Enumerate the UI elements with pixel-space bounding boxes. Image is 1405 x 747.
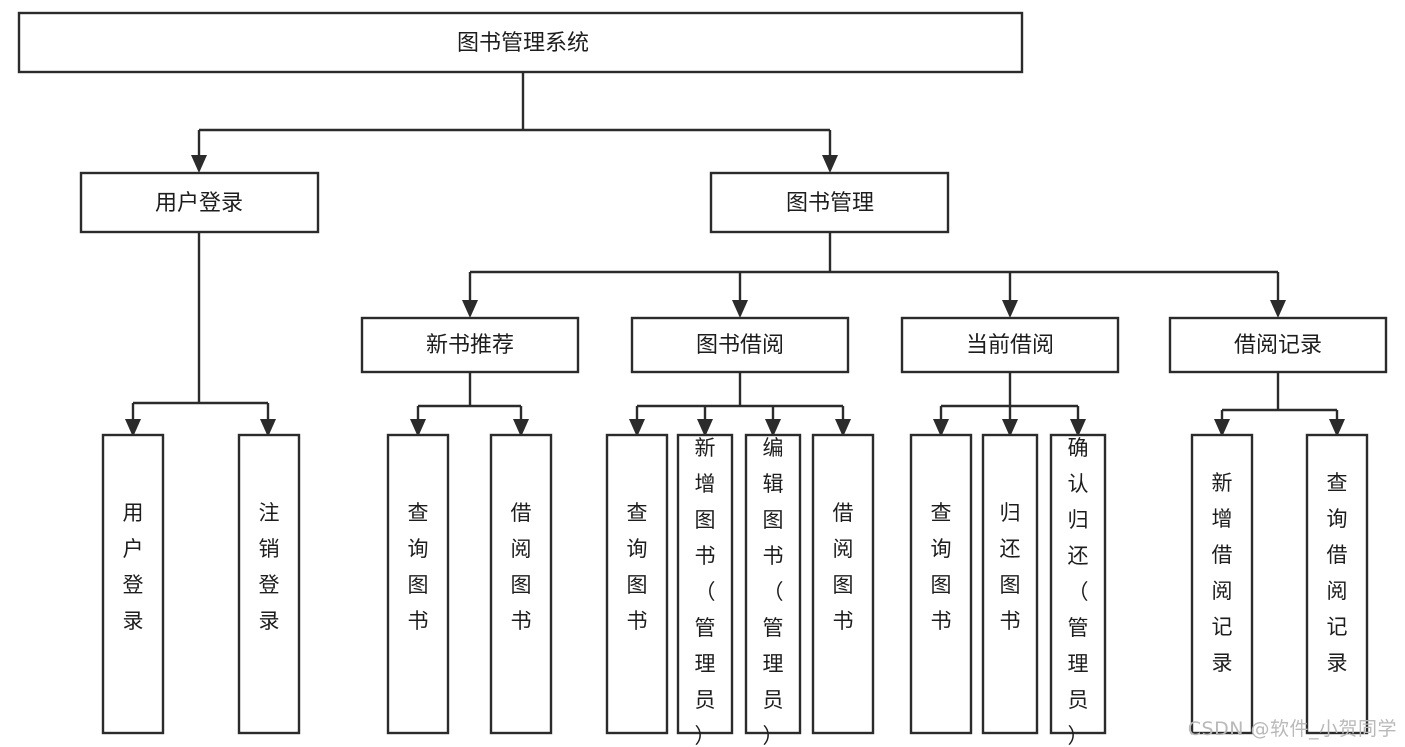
node-user-login-box[interactable] xyxy=(79,171,320,234)
node-borrow-record[interactable]: 借阅记录 xyxy=(1168,316,1388,374)
arrow-head-book-borrow-leaf3 xyxy=(765,419,781,437)
leaf-user-login-1-box[interactable] xyxy=(101,433,165,735)
node-current-borrow-box[interactable] xyxy=(900,316,1120,374)
leaf-node[interactable]: 借阅图书 xyxy=(489,433,553,735)
node-book-manage[interactable]: 图书管理 xyxy=(709,171,950,234)
arrow-head-borrow-record xyxy=(1270,300,1286,318)
leaf-borrow-record-2-label: 查询借阅记录 xyxy=(1327,471,1348,675)
leaf-book-borrow-4-box[interactable] xyxy=(811,433,875,735)
leaf-user-login-2-box[interactable] xyxy=(237,433,301,735)
arrow-head-user-login-leaf1 xyxy=(125,419,141,437)
leaf-book-borrow-2-label: 新增图书（管理员） xyxy=(695,436,716,747)
leaf-node[interactable]: 借阅图书 xyxy=(811,433,875,735)
connector-group-current-borrow xyxy=(933,372,1086,437)
arrow-head-user-login-leaf2 xyxy=(260,419,276,437)
connector-group-new-book-rec xyxy=(410,372,529,437)
leaf-book-borrow-3-label: 编辑图书（管理员） xyxy=(763,436,784,747)
arrow-head-current-borrow-leaf1 xyxy=(933,419,949,437)
leaf-current-borrow-2-label: 归还图书 xyxy=(1000,501,1021,633)
leaf-node[interactable]: 查询图书 xyxy=(386,433,450,735)
leaf-book-borrow-4-label: 借阅图书 xyxy=(833,501,854,633)
arrow-head-book-borrow-leaf2 xyxy=(697,419,713,437)
arrow-head-new-book-rec xyxy=(462,300,478,318)
leaf-node[interactable]: 注销登录 xyxy=(237,433,301,735)
leaf-new-book-rec-1-box[interactable] xyxy=(386,433,450,735)
node-borrow-record-label: 借阅记录 xyxy=(1234,333,1322,358)
leaf-current-borrow-3-label: 确认归还（管理员） xyxy=(1068,436,1089,747)
node-new-book-rec-box[interactable] xyxy=(360,316,580,374)
connector-group-borrow-record xyxy=(1214,372,1345,437)
leaf-node[interactable]: 新增借阅记录 xyxy=(1190,433,1254,735)
connector-group-root xyxy=(191,72,838,173)
leaf-node[interactable]: 新增图书（管理员） xyxy=(676,433,734,747)
arrow-head-book-borrow xyxy=(732,300,748,318)
arrow-head-new-book-rec-leaf2 xyxy=(513,419,529,437)
arrow-head-new-book-rec-leaf1 xyxy=(410,419,426,437)
node-book-manage-box[interactable] xyxy=(709,171,950,234)
leaf-current-borrow-3-box[interactable] xyxy=(1049,433,1107,735)
leaf-node[interactable]: 编辑图书（管理员） xyxy=(744,433,802,747)
connector-group-book-manage xyxy=(462,232,1286,318)
node-root[interactable]: 图书管理系统 xyxy=(17,11,1024,74)
leaf-book-borrow-2-box[interactable] xyxy=(676,433,734,735)
arrow-head-current-borrow-leaf3 xyxy=(1070,419,1086,437)
leaf-borrow-record-1-label: 新增借阅记录 xyxy=(1212,471,1233,675)
leaf-node[interactable]: 查询借阅记录 xyxy=(1305,433,1369,735)
leaf-node[interactable]: 确认归还（管理员） xyxy=(1049,433,1107,747)
node-new-book-rec[interactable]: 新书推荐 xyxy=(360,316,580,374)
node-book-borrow[interactable]: 图书借阅 xyxy=(630,316,850,374)
leaf-user-login-1-label: 用户登录 xyxy=(123,501,144,633)
leaf-book-borrow-1-box[interactable] xyxy=(605,433,669,735)
arrow-head-book-manage xyxy=(822,155,838,173)
leaf-node[interactable]: 归还图书 xyxy=(981,433,1039,735)
node-root-box[interactable] xyxy=(17,11,1024,74)
node-root-label: 图书管理系统 xyxy=(457,31,589,56)
leaf-new-book-rec-1-label: 查询图书 xyxy=(408,501,429,633)
node-book-borrow-label: 图书借阅 xyxy=(696,333,784,358)
node-current-borrow-label: 当前借阅 xyxy=(966,333,1054,358)
leaf-user-login-2-label: 注销登录 xyxy=(259,501,280,633)
node-user-login[interactable]: 用户登录 xyxy=(79,171,320,234)
leaf-new-book-rec-2-label: 借阅图书 xyxy=(511,501,532,633)
leaf-node[interactable]: 查询图书 xyxy=(605,433,669,735)
arrow-head-book-borrow-leaf4 xyxy=(835,419,851,437)
arrow-head-user-login xyxy=(191,155,207,173)
leaf-book-borrow-1-label: 查询图书 xyxy=(627,501,648,633)
leaf-node[interactable]: 查询图书 xyxy=(909,433,973,735)
connector-group-book-borrow xyxy=(629,372,851,437)
leaf-node[interactable]: 用户登录 xyxy=(101,433,165,735)
arrow-head-current-borrow-leaf2 xyxy=(1002,419,1018,437)
node-current-borrow[interactable]: 当前借阅 xyxy=(900,316,1120,374)
node-user-login-label: 用户登录 xyxy=(155,191,243,216)
leaf-current-borrow-1-box[interactable] xyxy=(909,433,973,735)
node-new-book-rec-label: 新书推荐 xyxy=(426,333,514,358)
leaf-borrow-record-2-box[interactable] xyxy=(1305,433,1369,735)
arrow-head-current-borrow xyxy=(1002,300,1018,318)
leaf-current-borrow-2-box[interactable] xyxy=(981,433,1039,735)
node-book-borrow-box[interactable] xyxy=(630,316,850,374)
arrow-head-borrow-record-leaf2 xyxy=(1329,419,1345,437)
arrow-head-book-borrow-leaf1 xyxy=(629,419,645,437)
leaf-book-borrow-3-box[interactable] xyxy=(744,433,802,735)
leaf-current-borrow-1-label: 查询图书 xyxy=(931,501,952,633)
node-book-manage-label: 图书管理 xyxy=(786,191,874,216)
csdn-watermark: CSDN @软件_小贺同学 xyxy=(1187,718,1397,740)
node-borrow-record-box[interactable] xyxy=(1168,316,1388,374)
connector-group-user-login xyxy=(125,232,276,437)
arrow-head-borrow-record-leaf1 xyxy=(1214,419,1230,437)
leaf-new-book-rec-2-box[interactable] xyxy=(489,433,553,735)
leaf-borrow-record-1-box[interactable] xyxy=(1190,433,1254,735)
